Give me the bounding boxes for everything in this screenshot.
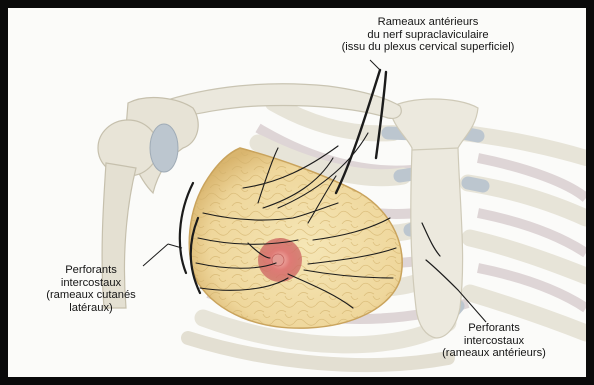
label-line: Perforants xyxy=(16,264,166,277)
label-line: du nerf supraclaviculaire xyxy=(268,29,588,42)
label-line: intercostaux xyxy=(402,335,586,348)
label-line: (rameaux cutanés xyxy=(16,289,166,302)
label-line: (issu du plexus cervical superficiel) xyxy=(268,41,588,54)
label-line: latéraux) xyxy=(16,302,166,315)
label-anterior-perforating: Perforants intercostaux (rameaux antérie… xyxy=(402,322,586,360)
label-line: Rameaux antérieurs xyxy=(268,16,588,29)
label-line: (rameaux antérieurs) xyxy=(402,347,586,360)
label-line: Perforants xyxy=(402,322,586,335)
label-lateral-perforating: Perforants intercostaux (rameaux cutanés… xyxy=(16,264,166,314)
label-line: intercostaux xyxy=(16,277,166,290)
label-supraclavicular-nerve: Rameaux antérieurs du nerf supraclavicul… xyxy=(268,16,588,54)
